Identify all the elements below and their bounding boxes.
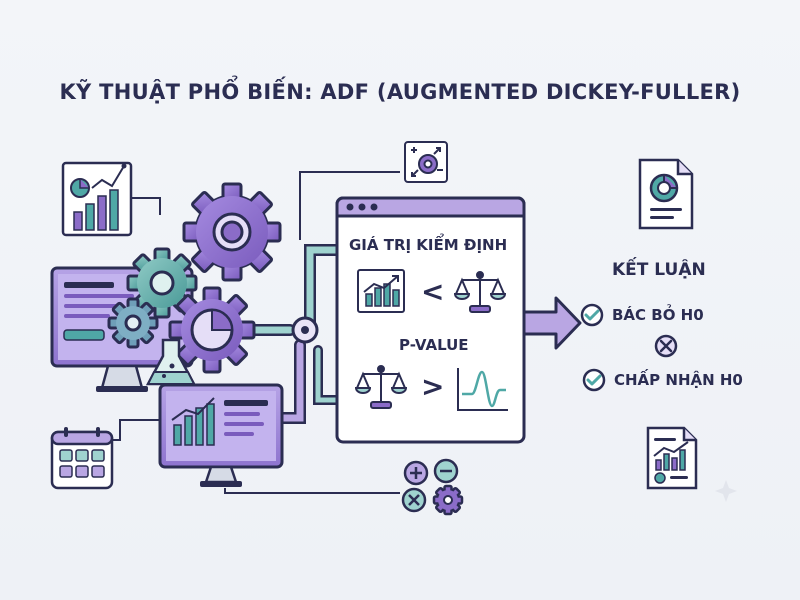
check-icon	[582, 368, 606, 392]
report-icon	[638, 158, 694, 230]
monitor-icon	[158, 383, 284, 487]
statistic-label: GIÁ TRỊ KIỂM ĐỊNH	[349, 236, 508, 254]
chart-icon	[61, 161, 133, 237]
greater-than-operator: >	[421, 370, 445, 403]
pipe-junction-core	[301, 326, 309, 334]
conclusion-heading: KẾT LUẬN	[612, 260, 706, 280]
scale-icon	[354, 365, 408, 409]
reject-h0-label: BÁC BỎ H0	[612, 306, 704, 324]
page-title: KỸ THUẬT PHỔ BIẾN: ADF (AUGMENTED DICKEY…	[59, 80, 741, 104]
test-panel	[335, 196, 526, 444]
gear-icon	[107, 182, 282, 374]
arrow-right-icon	[522, 296, 582, 350]
pvalue-label: P-VALUE	[399, 336, 469, 354]
chart-icon	[357, 269, 405, 313]
scale-icon	[453, 271, 507, 313]
gear-document-icon	[404, 141, 448, 183]
accept-h0-label: CHẤP NHẬN H0	[614, 371, 743, 389]
sparkle-icon	[715, 480, 737, 502]
calculator-icon	[50, 427, 114, 490]
cross-icon	[654, 334, 678, 358]
math-operations-icon	[401, 458, 464, 516]
pipes	[234, 244, 344, 424]
waveform-icon	[457, 368, 508, 411]
less-than-operator: <	[421, 275, 445, 308]
report-icon	[646, 426, 698, 490]
check-icon	[580, 303, 604, 327]
